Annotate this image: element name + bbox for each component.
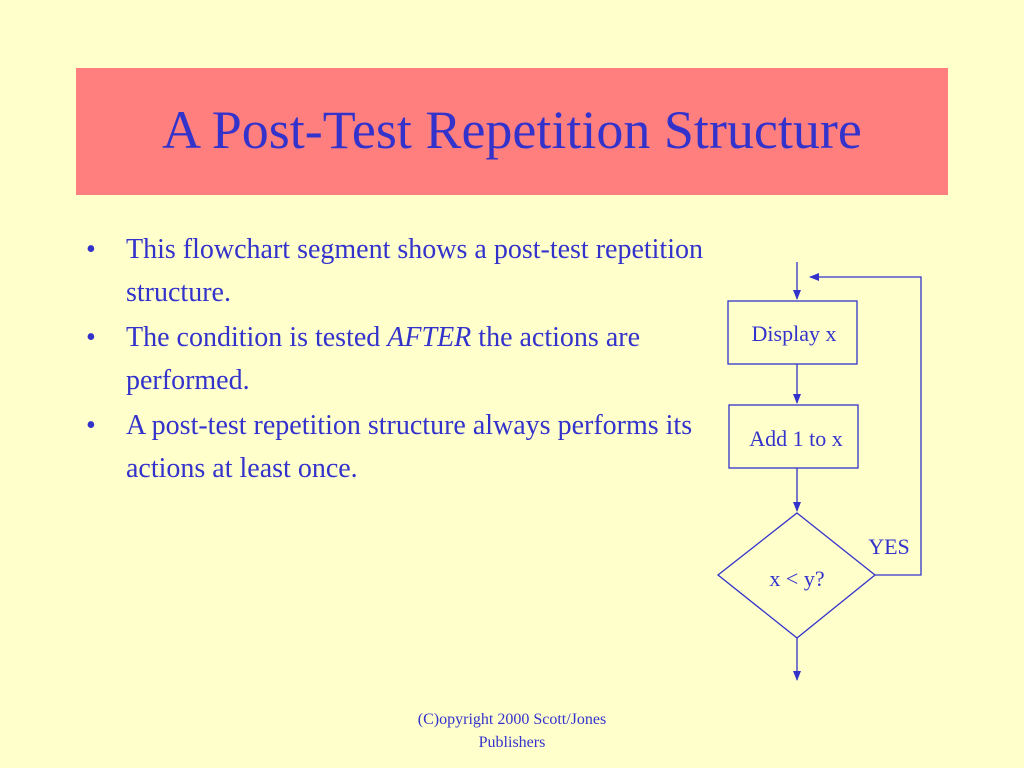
bullet-emphasis: AFTER (387, 322, 472, 353)
bullet-item-1: • This flowchart segment shows a post-te… (86, 228, 726, 314)
bullet-text: This flowchart segment shows a post-test… (126, 234, 703, 308)
process-box-add-label: Add 1 to x (749, 426, 843, 451)
decision-label: x < y? (769, 566, 824, 591)
process-box-display-label: Display x (752, 321, 837, 346)
loop-back-arrow (809, 273, 922, 576)
bullet-text-tail: the actions are performed. (126, 322, 640, 396)
title-bar: A Post-Test Repetition Structure (76, 68, 948, 195)
bullet-dot-icon: • (86, 234, 96, 265)
bullet-text: A post-test repetition structure always … (126, 410, 693, 484)
slide-title: A Post-Test Repetition Structure (162, 99, 862, 160)
bullet-dot-icon: • (86, 322, 96, 353)
footer-line-1: (C)opyright 2000 Scott/Jones (417, 711, 607, 728)
footer-line-2: Publishers (478, 734, 546, 751)
bullet-text: The condition is tested (126, 322, 388, 353)
bullet-list: • This flowchart segment shows a post-te… (86, 228, 726, 492)
bullet-item-3: • A post-test repetition structure alway… (86, 404, 726, 490)
loop-yes-label: YES (868, 534, 910, 559)
process-box-add (728, 404, 859, 469)
bullet-item-2: • The condition is tested AFTER the acti… (86, 316, 726, 402)
copyright-footer: (C)opyright 2000 Scott/Jones Publishers (362, 708, 662, 754)
bullet-dot-icon: • (86, 410, 96, 441)
process-box-display (727, 300, 858, 365)
